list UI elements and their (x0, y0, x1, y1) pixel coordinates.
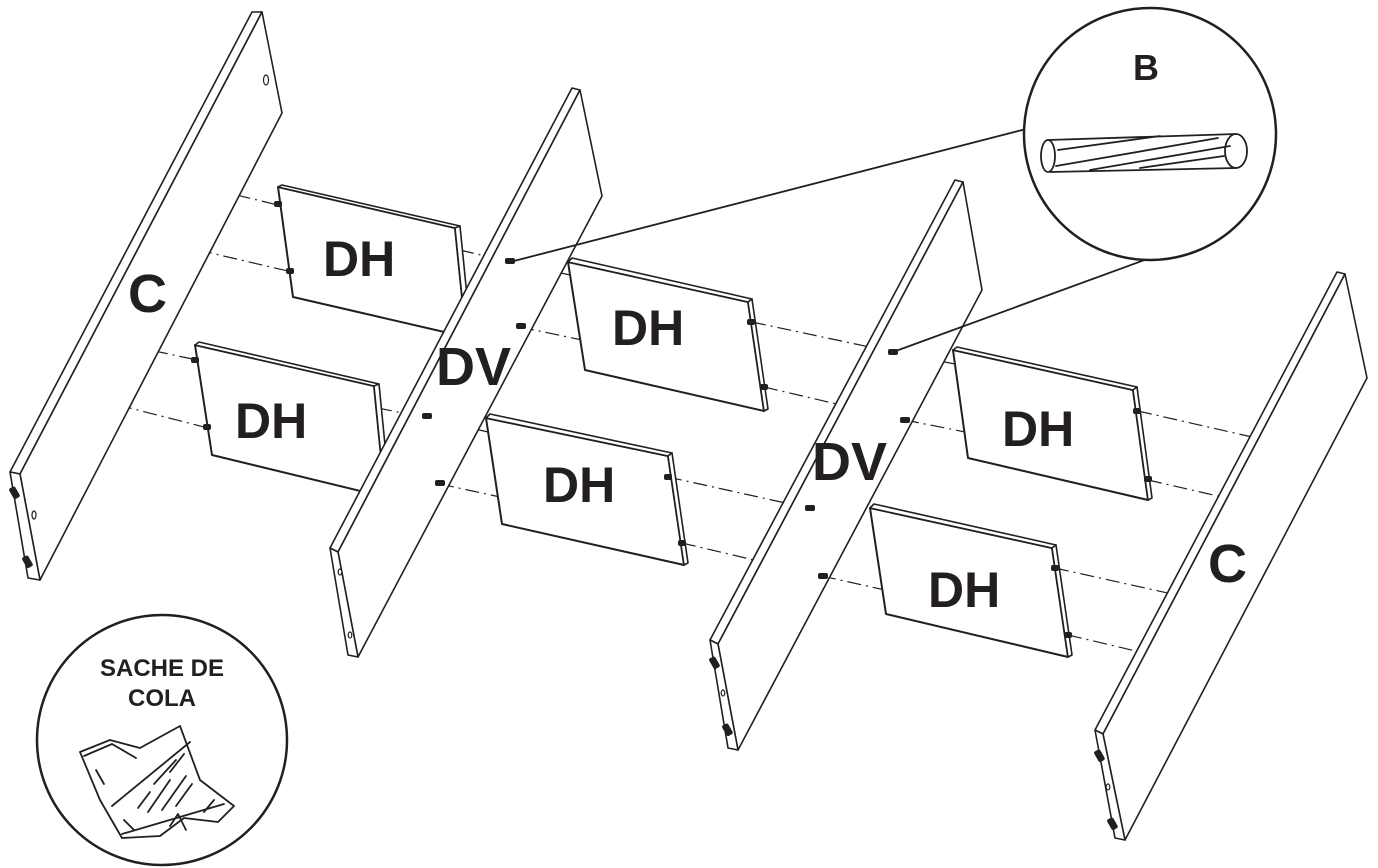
dowel-detail-callout: B (509, 6, 1278, 353)
shelf-top-left: DH (274, 184, 472, 338)
shelf-bottom-right: DH (869, 503, 1073, 658)
shelf-top-right-label: DH (1002, 401, 1074, 457)
side-panel-right-label: C (1208, 534, 1247, 594)
side-panel-right: C (1094, 271, 1368, 841)
divider-right: DV (709, 179, 983, 751)
shelf-bottom-left: DH (191, 341, 391, 498)
glue-packet-icon (79, 725, 235, 839)
glue-packet-label-line1: SACHE DE (100, 655, 224, 682)
shelf-top-middle: DH (567, 257, 769, 412)
shelf-top-right: DH (952, 346, 1153, 501)
divider-left: DV (329, 87, 603, 658)
divider-right-label: DV (812, 432, 887, 492)
side-panel-left-label: C (128, 264, 167, 324)
dowel-icon (1040, 133, 1248, 173)
shelf-bottom-right-label: DH (928, 562, 1000, 618)
shelf-bottom-middle-label: DH (543, 457, 615, 513)
side-panel-left: C (9, 11, 283, 581)
shelf-top-left-label: DH (323, 231, 395, 287)
glue-packet-callout: SACHE DE COLA (35, 613, 289, 867)
dowel-detail-label: B (1133, 47, 1159, 88)
shelf-bottom-middle: DH (485, 413, 689, 566)
shelf-top-middle-label: DH (612, 300, 684, 356)
shelf-bottom-left-label: DH (235, 393, 307, 449)
glue-packet-label-line2: COLA (128, 685, 196, 712)
divider-left-label: DV (436, 337, 511, 397)
